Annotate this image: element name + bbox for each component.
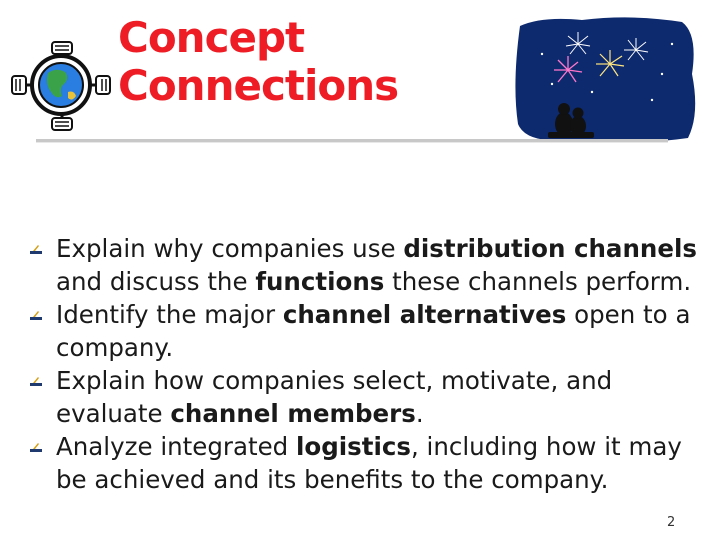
slide-title: Concept Connections bbox=[118, 13, 399, 110]
bullet-list: Explain why companies use distribution c… bbox=[30, 232, 710, 496]
bullet-emphasis: distribution channels bbox=[403, 234, 697, 263]
bullet-text: open to a company. bbox=[56, 300, 691, 362]
bullet-marker-icon bbox=[30, 377, 42, 386]
bullet-emphasis: functions bbox=[255, 267, 385, 296]
bullet-item: Analyze integrated logistics, including … bbox=[30, 430, 710, 496]
bullet-emphasis: channel alternatives bbox=[282, 300, 567, 329]
globe-logo-icon bbox=[11, 41, 111, 131]
bullet-text: Identify the major bbox=[56, 300, 283, 329]
bullet-marker-icon bbox=[30, 245, 42, 254]
bullet-text: these channels perform. bbox=[384, 267, 692, 296]
title-divider bbox=[36, 139, 668, 143]
bullet-marker-icon bbox=[30, 443, 42, 452]
bullet-item: Explain how companies select, motivate, … bbox=[30, 364, 710, 430]
bullet-text: Analyze integrated bbox=[56, 432, 296, 461]
title-line-2: Connections bbox=[118, 61, 399, 110]
fireworks-illustration bbox=[515, 17, 696, 143]
bullet-item: Identify the major channel alternatives … bbox=[30, 298, 710, 364]
bullet-text: Explain how companies select, motivate, … bbox=[56, 366, 613, 428]
bullet-item: Explain why companies use distribution c… bbox=[30, 232, 710, 298]
bullet-text: and discuss the bbox=[56, 267, 256, 296]
bullet-marker-icon bbox=[30, 311, 42, 320]
bullet-text: , including how it may be achieved and i… bbox=[56, 432, 682, 494]
bullet-emphasis: logistics bbox=[296, 432, 411, 461]
page-number: 2 bbox=[667, 515, 676, 530]
bullet-emphasis: channel members bbox=[170, 399, 416, 428]
bullet-text: . bbox=[415, 399, 424, 428]
bullet-text: Explain why companies use bbox=[56, 234, 404, 263]
title-line-1: Concept bbox=[118, 13, 305, 62]
